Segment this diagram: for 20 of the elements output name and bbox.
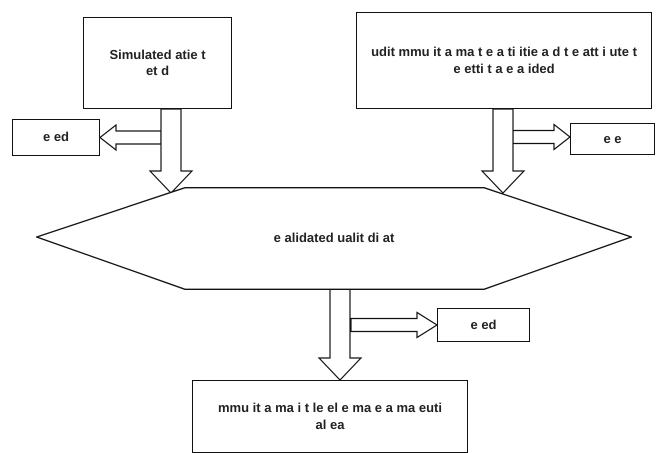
node-label: e ed — [42, 129, 69, 146]
node-label: mmu it a ma i t le el e ma e a ma euti al ea — [217, 400, 443, 433]
process-box — [192, 380, 468, 453]
block-arrow — [99, 124, 162, 152]
process-box — [12, 119, 100, 156]
node-label: e ed — [470, 316, 496, 334]
block-arrow — [318, 287, 362, 381]
block-arrow — [148, 108, 194, 194]
node-label: Simulated atie t et d — [108, 46, 207, 80]
node-label: udit mmu it a ma t e a ti itie a d t e att i ute t e etti t a e a ided — [370, 44, 638, 77]
process-box — [83, 17, 232, 109]
block-arrow — [512, 123, 571, 151]
node-label: e e — [603, 130, 622, 148]
process-box — [437, 308, 530, 342]
block-arrow — [350, 311, 438, 339]
block-arrow — [480, 108, 526, 194]
node-label: e alidated ualit di at — [274, 230, 394, 247]
process-box — [570, 123, 655, 155]
hexagon-node — [36, 187, 632, 290]
process-box — [356, 12, 652, 109]
